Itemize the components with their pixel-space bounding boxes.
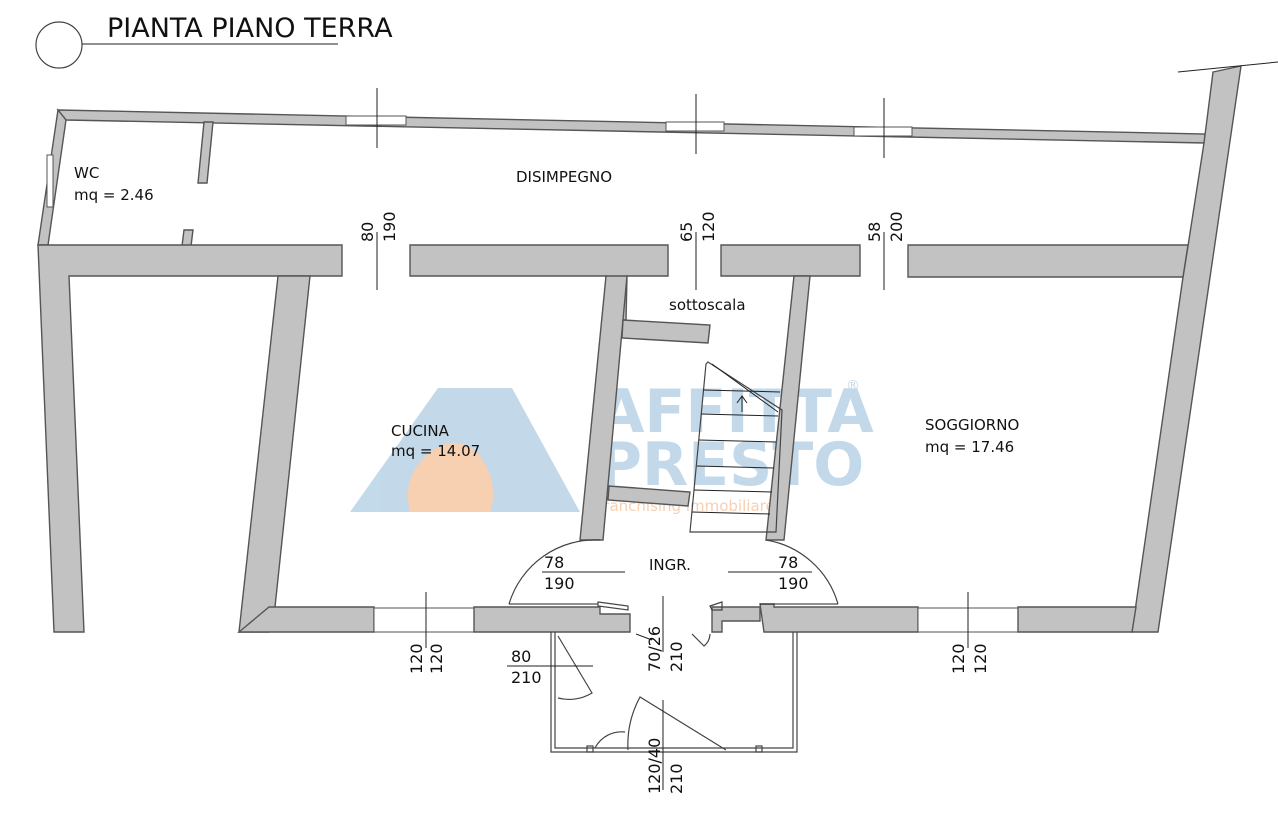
door-ingr-left-icon [508, 539, 601, 605]
wall-main-h1 [37, 244, 343, 633]
wall-main-h2 [409, 244, 669, 321]
dim-porch-h: 210 [511, 668, 542, 687]
dim-porch2-h: 210 [667, 763, 686, 794]
watermark: AFFITTA ® PRESTO franchising immobiliare [350, 377, 874, 515]
window-back-1 [345, 115, 407, 126]
room-ingresso: INGR. [649, 556, 691, 574]
door-ingr-right-icon [765, 539, 839, 605]
wall-wc-partition-lower [181, 229, 194, 247]
door-porch2-icon [627, 696, 727, 751]
wall-bottom-4 [759, 603, 919, 633]
room-cucina-area: mq = 14.07 [391, 442, 480, 460]
door-entry-icon [691, 633, 711, 647]
room-disimpegno: DISIMPEGNO [516, 168, 612, 186]
room-sottoscala: sottoscala [669, 296, 746, 314]
watermark-logo-flame-icon [407, 442, 494, 512]
wall-left-room [238, 275, 311, 633]
dimension-lines [376, 88, 969, 790]
dim-porch2-w: 120/40 [645, 738, 664, 794]
wall-stair-top [621, 319, 711, 344]
dim-ingr-right-w: 78 [778, 553, 798, 572]
door-porch-icon [557, 635, 593, 701]
window-back-2 [665, 121, 725, 132]
site-line [1177, 61, 1278, 73]
wall-bottom-5 [1017, 606, 1137, 633]
wall-bottom-2 [473, 606, 631, 633]
room-wc-area: mq = 2.46 [74, 186, 154, 204]
room-soggiorno-area: mq = 17.46 [925, 438, 1014, 456]
dim-porch-w: 80 [511, 647, 531, 666]
staircase [689, 361, 783, 533]
wall-main-h4 [907, 244, 1189, 278]
dim-ingr-left-h: 190 [544, 574, 575, 593]
dim-ingr-left-w: 78 [544, 553, 564, 572]
plan-title: PIANTA PIANO TERRA [107, 13, 393, 44]
wall-wc-partition [197, 121, 214, 184]
wall-right-outer [1131, 65, 1242, 633]
dim-entry-h: 210 [667, 641, 686, 672]
dim-win-right-h: 120 [971, 643, 990, 674]
wall-stair-bottom [607, 485, 691, 507]
room-wc-name: WC [74, 164, 99, 182]
dim-d2-w: 65 [677, 222, 696, 242]
dim-win-right-w: 120 [949, 643, 968, 674]
window-cucina [373, 607, 475, 633]
window-wc [46, 154, 54, 208]
dim-d1-w: 80 [358, 222, 377, 242]
room-cucina-name: CUCINA [391, 422, 450, 440]
wall-stair-right [765, 275, 811, 541]
dim-d1-h: 190 [380, 211, 399, 242]
dim-d3-w: 58 [865, 222, 884, 242]
dim-d3-h: 200 [887, 211, 906, 242]
wall-main-h3 [720, 244, 861, 277]
wall-bottom-3 [711, 606, 761, 633]
dim-entry-w: 70/26 [645, 626, 664, 672]
dim-d2-h: 120 [699, 211, 718, 242]
dim-win-left-h: 120 [427, 643, 446, 674]
wall-stair-left [579, 275, 628, 541]
dim-win-left-w: 120 [407, 643, 426, 674]
porch [550, 632, 798, 753]
window-back-3 [853, 126, 913, 137]
watermark-reg: ® [846, 378, 860, 394]
dim-ingr-right-h: 190 [778, 574, 809, 593]
room-soggiorno-name: SOGGIORNO [925, 416, 1019, 434]
north-circle-icon [35, 21, 83, 69]
wall-back-top [56, 109, 1206, 144]
watermark-line1: AFFITTA [598, 377, 874, 447]
